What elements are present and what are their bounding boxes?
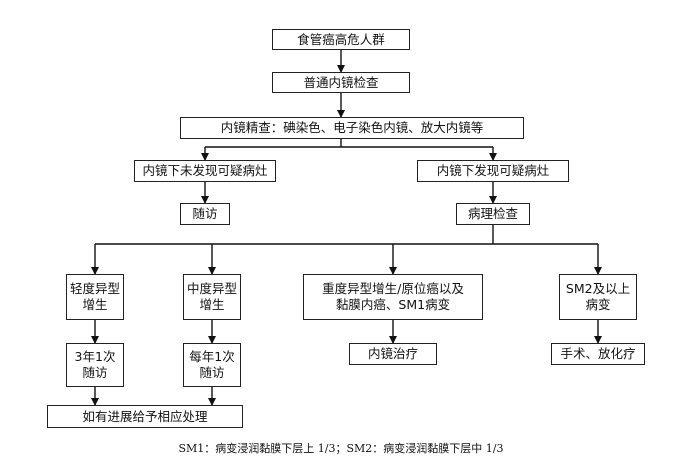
node-progress-handling: 如有进展给予相应处理 (47, 405, 243, 428)
node-followup-every-3-years: 3年1次 随访 (66, 343, 124, 387)
node-no-suspicious-lesion: 内镜下未发现可疑病灶 (134, 160, 276, 182)
node-suspicious-lesion: 内镜下发现可疑病灶 (417, 160, 569, 182)
node-pathology: 病理检查 (456, 203, 530, 225)
node-follow-up: 随访 (180, 203, 230, 225)
node-mild-dysplasia: 轻度异型 增生 (66, 274, 124, 320)
node-regular-endoscopy: 普通内镜检查 (272, 72, 410, 93)
node-severe-dysplasia: 重度异型增生/原位癌以及 黏膜内癌、SM1病变 (303, 274, 483, 320)
node-moderate-dysplasia: 中度异型 增生 (183, 274, 241, 320)
node-fine-endoscopy: 内镜精查：碘染色、电子染色内镜、放大内镜等 (180, 117, 524, 139)
node-endoscopic-treatment: 内镜治疗 (349, 343, 437, 365)
figure-caption: SM1：病变浸润黏膜下层上 1/3；SM2：病变浸润黏膜下层中 1/3 (178, 442, 504, 455)
node-sm2-lesion: SM2及以上 病变 (559, 274, 637, 320)
node-followup-yearly: 每年1次 随访 (183, 343, 241, 387)
node-surgery-chemoradiotherapy: 手术、放化疗 (551, 343, 645, 365)
node-high-risk-population: 食管癌高危人群 (272, 29, 410, 50)
